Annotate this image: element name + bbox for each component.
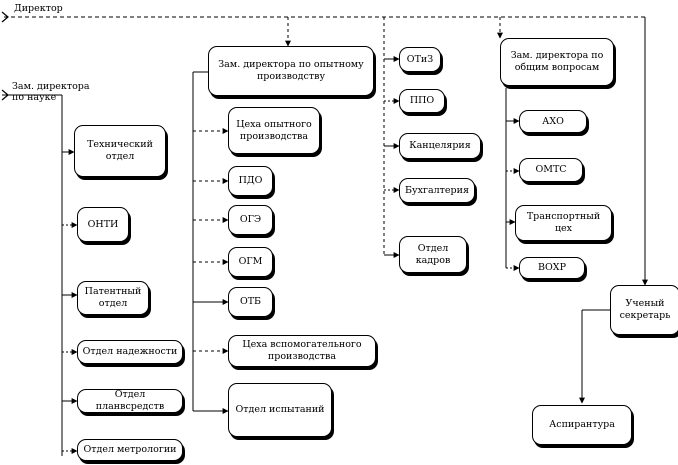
patent-dept-box: Патентный отдел	[77, 281, 149, 315]
onti-box: ОНТИ	[77, 207, 129, 242]
omts-box: ОМТС	[519, 158, 583, 182]
deputy-production-box: Зам. директора по опытному производству	[208, 46, 374, 96]
pilot-workshops-box: Цеха опытного производства	[228, 107, 320, 154]
otb-box: ОТБ	[228, 287, 273, 317]
director-label: Директор	[14, 3, 63, 14]
ppo-box: ППО	[399, 89, 445, 113]
director-left-chevron	[1, 11, 9, 23]
pdo-box: ПДО	[228, 166, 273, 196]
technical-dept-box: Технический отдел	[74, 125, 166, 177]
postgraduate-box: Аспирантура	[532, 405, 632, 445]
deputy-general-box: Зам. директора по общим вопросам	[500, 38, 614, 86]
akho-box: АХО	[519, 110, 587, 133]
hr-dept-box: Отдел кадров	[399, 236, 467, 273]
aux-workshops-box: Цеха вспомогательного производства	[228, 335, 376, 367]
ogm-box: ОГМ	[228, 247, 273, 277]
vokhr-box: ВОХР	[519, 257, 585, 279]
metrology-dept-box: Отдел метрологии	[77, 439, 183, 461]
reliability-dept-box: Отдел надежности	[77, 340, 183, 364]
accounting-box: Бухгалтерия	[399, 178, 475, 203]
plan-dept-box: Отдел планвсредств	[77, 389, 183, 413]
chancellery-box: Канцелярия	[399, 133, 481, 159]
testing-dept-box: Отдел испытаний	[228, 383, 332, 437]
otiz-box: ОТиЗ	[399, 47, 441, 72]
transport-box: Транспортный цех	[515, 205, 612, 241]
oge-box: ОГЭ	[228, 205, 273, 235]
scientific-secretary-box: Ученый секретарь	[610, 285, 678, 335]
deputy-science-label: Зам. директора по науке	[12, 81, 90, 104]
